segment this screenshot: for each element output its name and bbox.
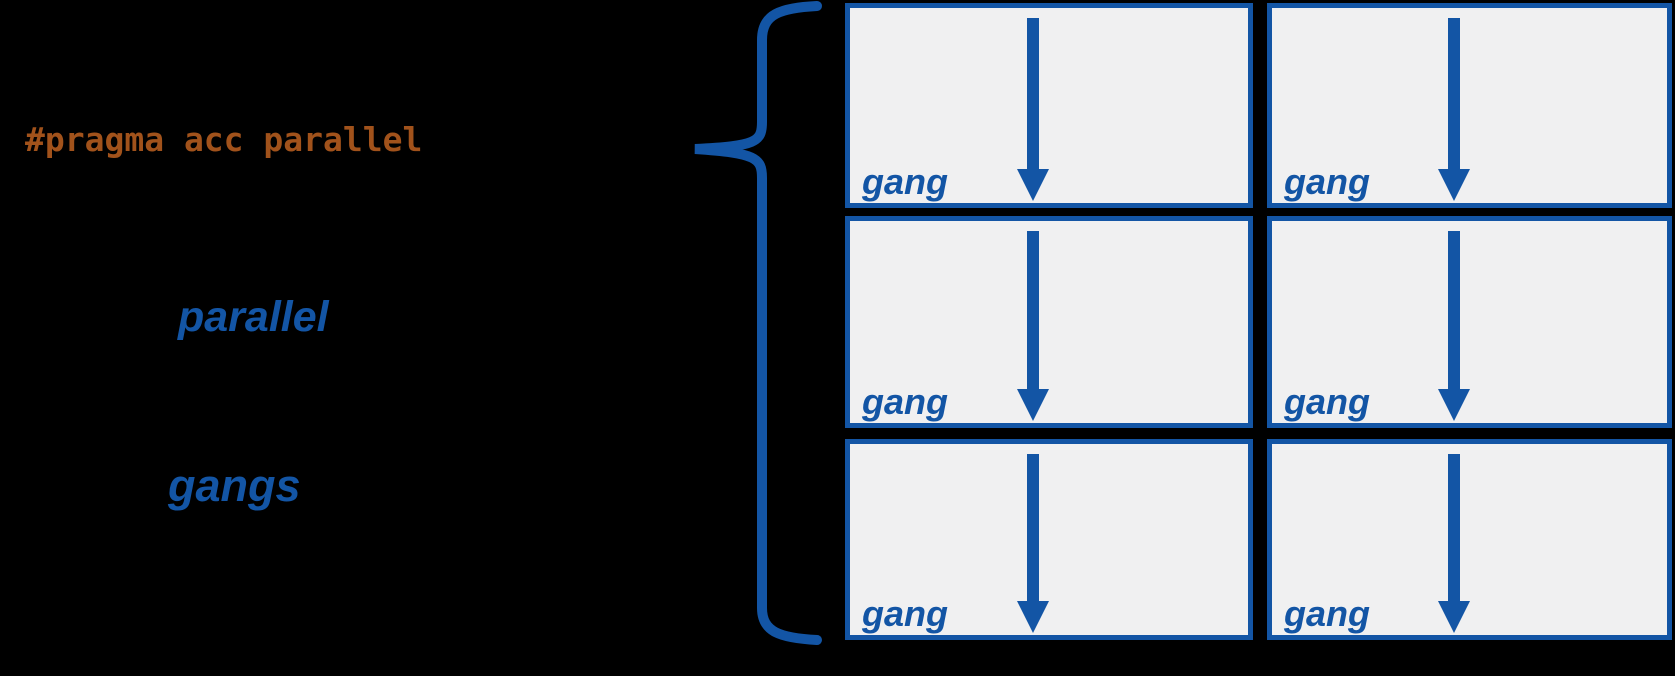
gang-box: gang bbox=[845, 3, 1253, 208]
down-arrow-icon bbox=[1437, 18, 1470, 201]
gang-box: gang bbox=[1267, 439, 1672, 640]
gang-box-label: gang bbox=[1284, 161, 1370, 202]
gang-box-label: gang bbox=[862, 161, 948, 202]
curly-brace-icon bbox=[694, 1, 822, 645]
down-arrow-icon bbox=[1437, 231, 1470, 421]
gang-box: gang bbox=[845, 216, 1253, 428]
gang-box: gang bbox=[1267, 3, 1672, 208]
down-arrow-icon bbox=[1437, 454, 1470, 633]
down-arrow-icon bbox=[1017, 454, 1050, 633]
down-arrow-icon bbox=[1017, 231, 1050, 421]
gang-box: gang bbox=[1267, 216, 1672, 428]
parallel-label: parallel bbox=[178, 293, 329, 341]
pragma-code-text: #pragma acc parallel bbox=[25, 120, 423, 159]
gang-box-label: gang bbox=[1284, 593, 1370, 634]
gang-box: gang bbox=[845, 439, 1253, 640]
gangs-label: gangs bbox=[168, 460, 301, 511]
gang-box-label: gang bbox=[862, 381, 948, 422]
gang-box-label: gang bbox=[862, 593, 948, 634]
gang-box-label: gang bbox=[1284, 381, 1370, 422]
down-arrow-icon bbox=[1017, 18, 1050, 201]
